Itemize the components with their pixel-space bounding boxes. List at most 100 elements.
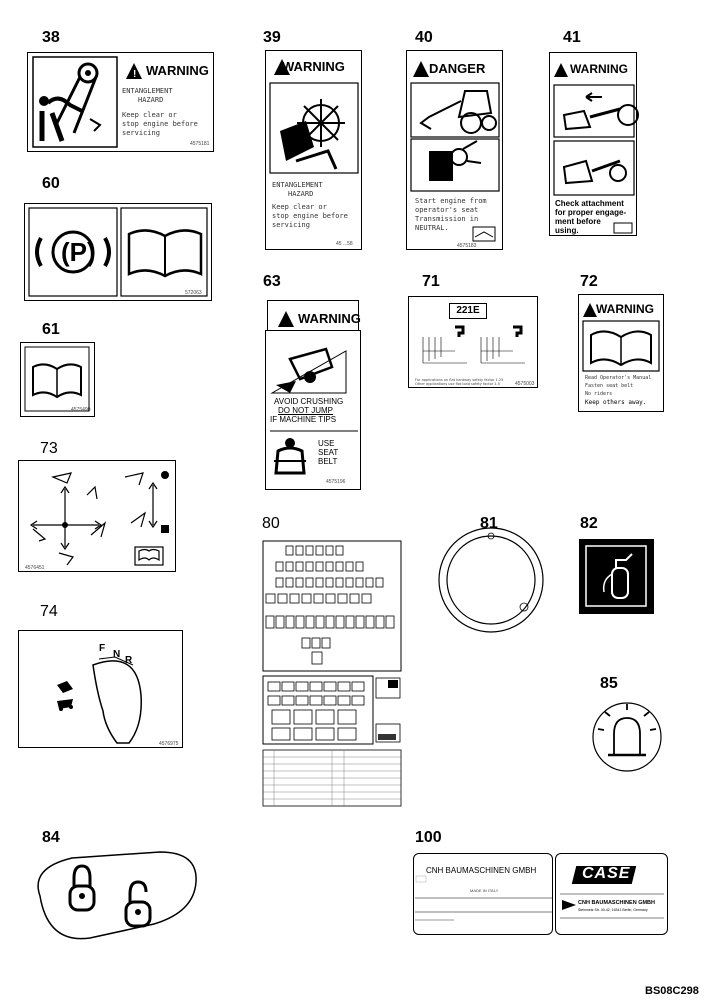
decal-72-text-2: Fasten seat belt xyxy=(585,383,634,389)
item-number-41: 41 xyxy=(563,29,581,46)
drawing-code: BS08C298 xyxy=(645,985,699,997)
item-number-40: 40 xyxy=(415,29,433,46)
decal-72-signal-word: WARNING xyxy=(596,302,654,316)
decal-40-signal-word: DANGER xyxy=(429,61,486,76)
decal-41-text-4: using. xyxy=(555,226,579,235)
operator-manual-icon xyxy=(28,207,208,297)
decal-39-part-number: 45 ...58 xyxy=(336,241,353,247)
decal-39-text-1: ENTANGLEMENT xyxy=(272,181,323,189)
svg-text:!: ! xyxy=(133,69,136,80)
item-number-80: 80 xyxy=(262,515,280,532)
decal-63-part-number: 4575196 xyxy=(326,479,346,485)
decal-39-text-3: Keep clear or xyxy=(272,203,327,211)
gear-r: R xyxy=(125,655,133,666)
svg-text:Other applications use flat lo: Other applications use flat load safety … xyxy=(415,382,500,386)
decal-40-part-number: 4575183 xyxy=(457,243,477,249)
decal-38-text-3: Keep clear or xyxy=(122,111,177,119)
rotating-fan-hazard-icon xyxy=(269,59,359,174)
decal-39-text-4: stop engine before xyxy=(272,212,348,220)
decal-72-warning: WARNING Read Operator's Manual Fasten se… xyxy=(578,294,664,412)
warning-triangle-icon xyxy=(278,311,294,327)
decal-74-part-number: 4576975 xyxy=(159,741,179,747)
gear-f: F xyxy=(99,643,106,654)
item-number-60: 60 xyxy=(42,175,60,192)
decal-63-belt-2: SEAT xyxy=(318,448,339,457)
decal-41-text-3: ment before xyxy=(555,217,601,226)
decal-60-parking-brake: (P) 572063 xyxy=(24,203,212,301)
decal-38-text-5: servicing xyxy=(122,129,160,137)
decal-40-danger: DANGER Start engine from operator's seat… xyxy=(406,50,503,250)
decal-39-warning: WARNING ENTANGLEMENT HAZARD Keep clear o… xyxy=(265,50,362,250)
nameplate-maker: CNH BAUMASCHINEN GMBH xyxy=(426,866,537,875)
decal-40-text-1: Start engine from xyxy=(415,197,487,205)
item-number-100: 100 xyxy=(415,829,442,846)
decal-80-fuse-panel xyxy=(262,540,402,808)
decal-63-text-2: DO NOT JUMP xyxy=(278,406,333,415)
item-number-84: 84 xyxy=(42,829,60,846)
decal-71-part-number: 4575003 xyxy=(515,381,535,387)
item-number-63: 63 xyxy=(263,273,281,290)
case-badge-maker: CNH BAUMASCHINEN GMBH xyxy=(578,900,655,906)
item-number-74: 74 xyxy=(40,603,58,620)
item-number-61: 61 xyxy=(42,321,60,338)
decal-63-text-1: AVOID CRUSHING xyxy=(274,397,344,406)
decal-72-text-3: No riders xyxy=(585,391,613,397)
decal-40-text-2: operator's seat xyxy=(415,206,479,214)
decal-39-signal-word: WARNING xyxy=(282,59,345,74)
gear-n: N xyxy=(113,649,121,660)
decal-39-text-2: HAZARD xyxy=(288,190,314,198)
decal-61-part-number: 4575490 xyxy=(71,407,91,413)
item-number-71: 71 xyxy=(422,273,440,290)
decal-63-text-3: IF MACHINE TIPS xyxy=(270,415,337,424)
decal-38-text-4: stop engine before xyxy=(122,120,198,128)
nameplate-fields-icon xyxy=(415,875,553,921)
decal-38-warning: ! WARNING ENTANGLEMENT HAZARD Keep clear… xyxy=(27,52,214,152)
decal-40-text-4: NEUTRAL. xyxy=(415,224,449,232)
decal-72-text-1: Read Operator's Manual xyxy=(585,375,652,381)
decal-63-signal-word: WARNING xyxy=(298,311,361,326)
decal-38-part-number: 4575181 xyxy=(190,141,210,147)
decal-38-text-2: HAZARD xyxy=(138,96,164,104)
decal-73-part-number: 4576451 xyxy=(25,565,45,571)
loader-hazard-icon xyxy=(410,61,500,242)
decal-40-text-3: Transmission in xyxy=(415,215,479,223)
item-number-72: 72 xyxy=(580,273,598,290)
decal-63-belt-1: USE xyxy=(318,439,335,448)
attachment-engagement-icon xyxy=(553,63,639,234)
decal-41-text-1: Check attachment xyxy=(555,199,624,208)
decal-41-signal-word: WARNING xyxy=(570,62,628,76)
entanglement-pictogram-icon: ! xyxy=(32,56,210,148)
item-number-85: 85 xyxy=(600,675,618,692)
item-number-38: 38 xyxy=(42,29,60,46)
case-badge-lines-icon xyxy=(560,893,664,919)
cnh-arrow-icon xyxy=(562,900,576,910)
decal-63-belt-3: BELT xyxy=(318,457,338,466)
decal-39-text-5: servicing xyxy=(272,221,310,229)
parking-brake-symbol: (P) xyxy=(61,237,96,267)
decal-61-manual: 4575490 xyxy=(20,342,95,417)
shift-lever-pattern-icon xyxy=(57,656,142,744)
nameplate-made-in: MADE IN ITALY xyxy=(470,888,499,893)
case-logo: CASE xyxy=(582,865,631,882)
fire-extinguisher-icon xyxy=(585,545,647,607)
book-icon xyxy=(24,346,90,412)
fuse-relay-layout-icon xyxy=(262,540,402,807)
read-manual-icon xyxy=(582,303,660,372)
item-number-73: 73 xyxy=(40,440,58,457)
decal-74-shift: F N R 4576975 xyxy=(18,630,183,748)
svg-text:For applications on flat hardw: For applications on flat hardway safety … xyxy=(415,378,503,382)
decal-73-controls: 4576451 xyxy=(18,460,176,572)
decal-71-model: 221E For applications on flat hardway sa… xyxy=(408,296,538,388)
rollover-crushing-icon xyxy=(270,347,358,475)
decal-100-case-badge: CASE CNH BAUMASCHINEN GMBH Steinmetz Str… xyxy=(555,853,668,935)
decal-38-signal-word: WARNING xyxy=(146,63,209,78)
item-number-81: 81 xyxy=(480,515,498,532)
decal-41-warning: WARNING Check attachment for proper enga… xyxy=(549,52,639,236)
item-number-39: 39 xyxy=(263,29,281,46)
decal-41-text-2: for proper engage- xyxy=(555,208,627,217)
lift-capacity-diagram-icon: For applications on flat hardway safety … xyxy=(415,325,525,386)
control-pattern-icon xyxy=(29,471,169,566)
decal-72-text-4: Keep others away. xyxy=(585,399,647,406)
item-number-82: 82 xyxy=(580,515,598,532)
case-badge-address: Steinmetz Str. 40-42, 16341 Berlin, Germ… xyxy=(578,908,648,912)
